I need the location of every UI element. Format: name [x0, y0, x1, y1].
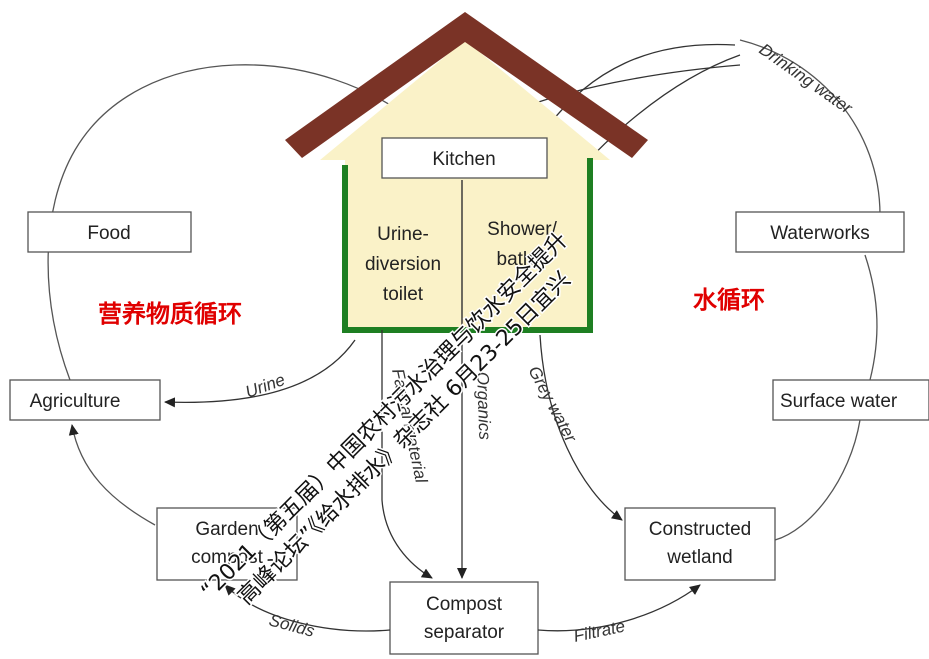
water-cycle-top-arc	[739, 39, 881, 216]
surface-water-box	[772, 379, 929, 421]
filtrate-flow-label: Filtrate	[572, 617, 627, 646]
waterworks-box	[735, 211, 905, 253]
house-roof	[285, 12, 648, 158]
garden-compost-label-line2: compost	[191, 547, 264, 568]
food-label: Food	[87, 223, 130, 244]
garden-compost-label-line1: Garden	[195, 519, 258, 540]
urine-toilet-label-line3: toilet	[383, 284, 424, 305]
house-body	[320, 40, 610, 330]
water-cycle-right-arc	[864, 254, 878, 381]
constructed-wetland-label-line1: Constructed	[649, 519, 751, 540]
house-outline	[342, 158, 593, 333]
food-box	[27, 211, 192, 253]
urine-flow-arrow	[164, 339, 356, 408]
compost-separator-label-line1: Compost	[426, 594, 503, 615]
constructed-wetland-box	[624, 507, 776, 581]
urine-toilet-label-line2: diversion	[365, 254, 441, 275]
garden-compost-box	[156, 507, 298, 581]
compost-separator-label-line2: separator	[424, 622, 505, 643]
waterworks-label: Waterworks	[770, 223, 870, 244]
shower-bath-label-line2: bath	[497, 249, 534, 270]
shower-bath-label-line1: Shower/	[487, 219, 557, 240]
urine-toilet-label-line1: Urine-	[377, 224, 429, 245]
organics-flow-label: Organics	[473, 371, 494, 440]
grey-water-flow-label: Grey water	[524, 363, 580, 447]
faecal-flow-arrow	[381, 330, 433, 579]
kitchen-label: Kitchen	[432, 149, 495, 170]
water-cycle-lower-arc	[774, 419, 861, 541]
agriculture-label: Agriculture	[30, 391, 121, 412]
filtrate-flow-arrow	[537, 584, 701, 632]
nutrient-cycle-label: 营养物质循环	[98, 300, 242, 328]
nutrient-cycle-top-arc	[47, 64, 436, 381]
grey-water-flow-arrow	[539, 334, 623, 521]
compost-separator-box	[389, 581, 539, 655]
solids-flow-label: Solids	[267, 611, 317, 641]
drinking-water-label: Drinking water	[756, 40, 857, 119]
solids-flow-arrow	[224, 584, 391, 632]
agriculture-box	[9, 379, 161, 421]
kitchen-box	[381, 137, 548, 179]
nutrient-cycle-left-arc	[68, 424, 156, 526]
urine-flow-label: Urine	[243, 370, 288, 402]
water-cycle-label: 水循环	[693, 286, 765, 314]
constructed-wetland-label-line2: wetland	[666, 547, 733, 568]
surface-water-label: Surface water	[780, 391, 898, 412]
